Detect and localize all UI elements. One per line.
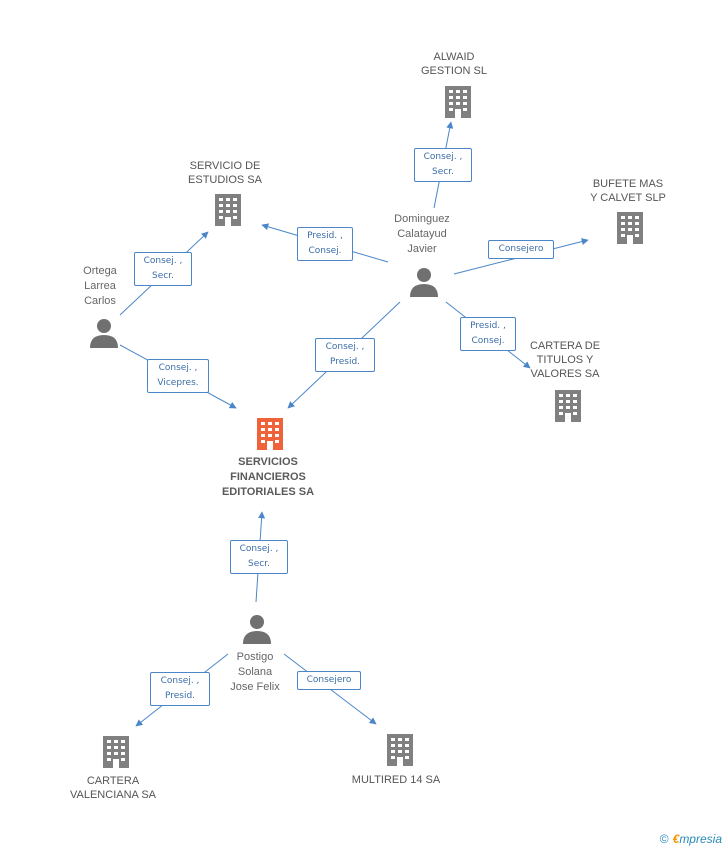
- person-icon-ortega: [90, 319, 118, 348]
- edge-label-dominguez-cartera[interactable]: Presid. , Consej.: [460, 317, 516, 351]
- building-icon-cartera-titulos: [555, 390, 581, 422]
- company-label-multired[interactable]: MULTIRED 14 SA: [351, 774, 441, 786]
- building-icon-multired: [387, 734, 413, 766]
- company-label-bufete[interactable]: BUFETE MAS Y CALVET SLP: [590, 178, 666, 204]
- person-icon-dominguez: [410, 268, 438, 297]
- building-icon-center: [257, 418, 283, 450]
- company-label-cartera-valenciana[interactable]: CARTERA VALENCIANA SA: [70, 775, 156, 801]
- company-label-alwaid[interactable]: ALWAID GESTION SL: [420, 51, 488, 77]
- copyright-icon: ©: [659, 832, 669, 846]
- person-icon-postigo: [243, 615, 271, 644]
- company-label-cartera-titulos[interactable]: CARTERA DE TITULOS Y VALORES SA: [529, 340, 601, 380]
- edge-label-ortega-center[interactable]: Consej. , Vicepres.: [147, 359, 209, 393]
- building-icon-alwaid: [445, 86, 471, 118]
- edge-label-dominguez-center[interactable]: Consej. , Presid.: [315, 338, 375, 372]
- edge-label-postigo-center[interactable]: Consej. , Secr.: [230, 540, 288, 574]
- building-icon-bufete: [617, 212, 643, 244]
- person-label-ortega[interactable]: Ortega Larrea Carlos: [83, 265, 117, 307]
- brand-logo-e: €: [672, 832, 680, 846]
- brand-name: mpresia: [679, 832, 722, 846]
- building-icon-cartera-valenciana: [103, 736, 129, 768]
- edge-label-ortega-servicio[interactable]: Consej. , Secr.: [134, 252, 192, 286]
- person-label-postigo[interactable]: Postigo Solana Jose Felix: [230, 651, 280, 693]
- edge-label-postigo-valenciana[interactable]: Consej. , Presid.: [150, 672, 210, 706]
- center-company-label[interactable]: SERVICIOS FINANCIEROS EDITORIALES SA: [221, 456, 315, 498]
- building-icon-servicio-estudios: [215, 194, 241, 226]
- edge-label-dominguez-bufete[interactable]: Consejero: [488, 240, 554, 259]
- company-label-servicio-estudios[interactable]: SERVICIO DE ESTUDIOS SA: [188, 160, 262, 186]
- brand-watermark: ©€mpresia: [660, 832, 722, 846]
- edge-label-dominguez-alwaid[interactable]: Consej. , Secr.: [414, 148, 472, 182]
- person-label-dominguez[interactable]: Dominguez Calatayud Javier: [394, 213, 450, 255]
- edge-label-dominguez-servicio[interactable]: Presid. , Consej.: [297, 227, 353, 261]
- edge-label-postigo-multired[interactable]: Consejero: [297, 671, 361, 690]
